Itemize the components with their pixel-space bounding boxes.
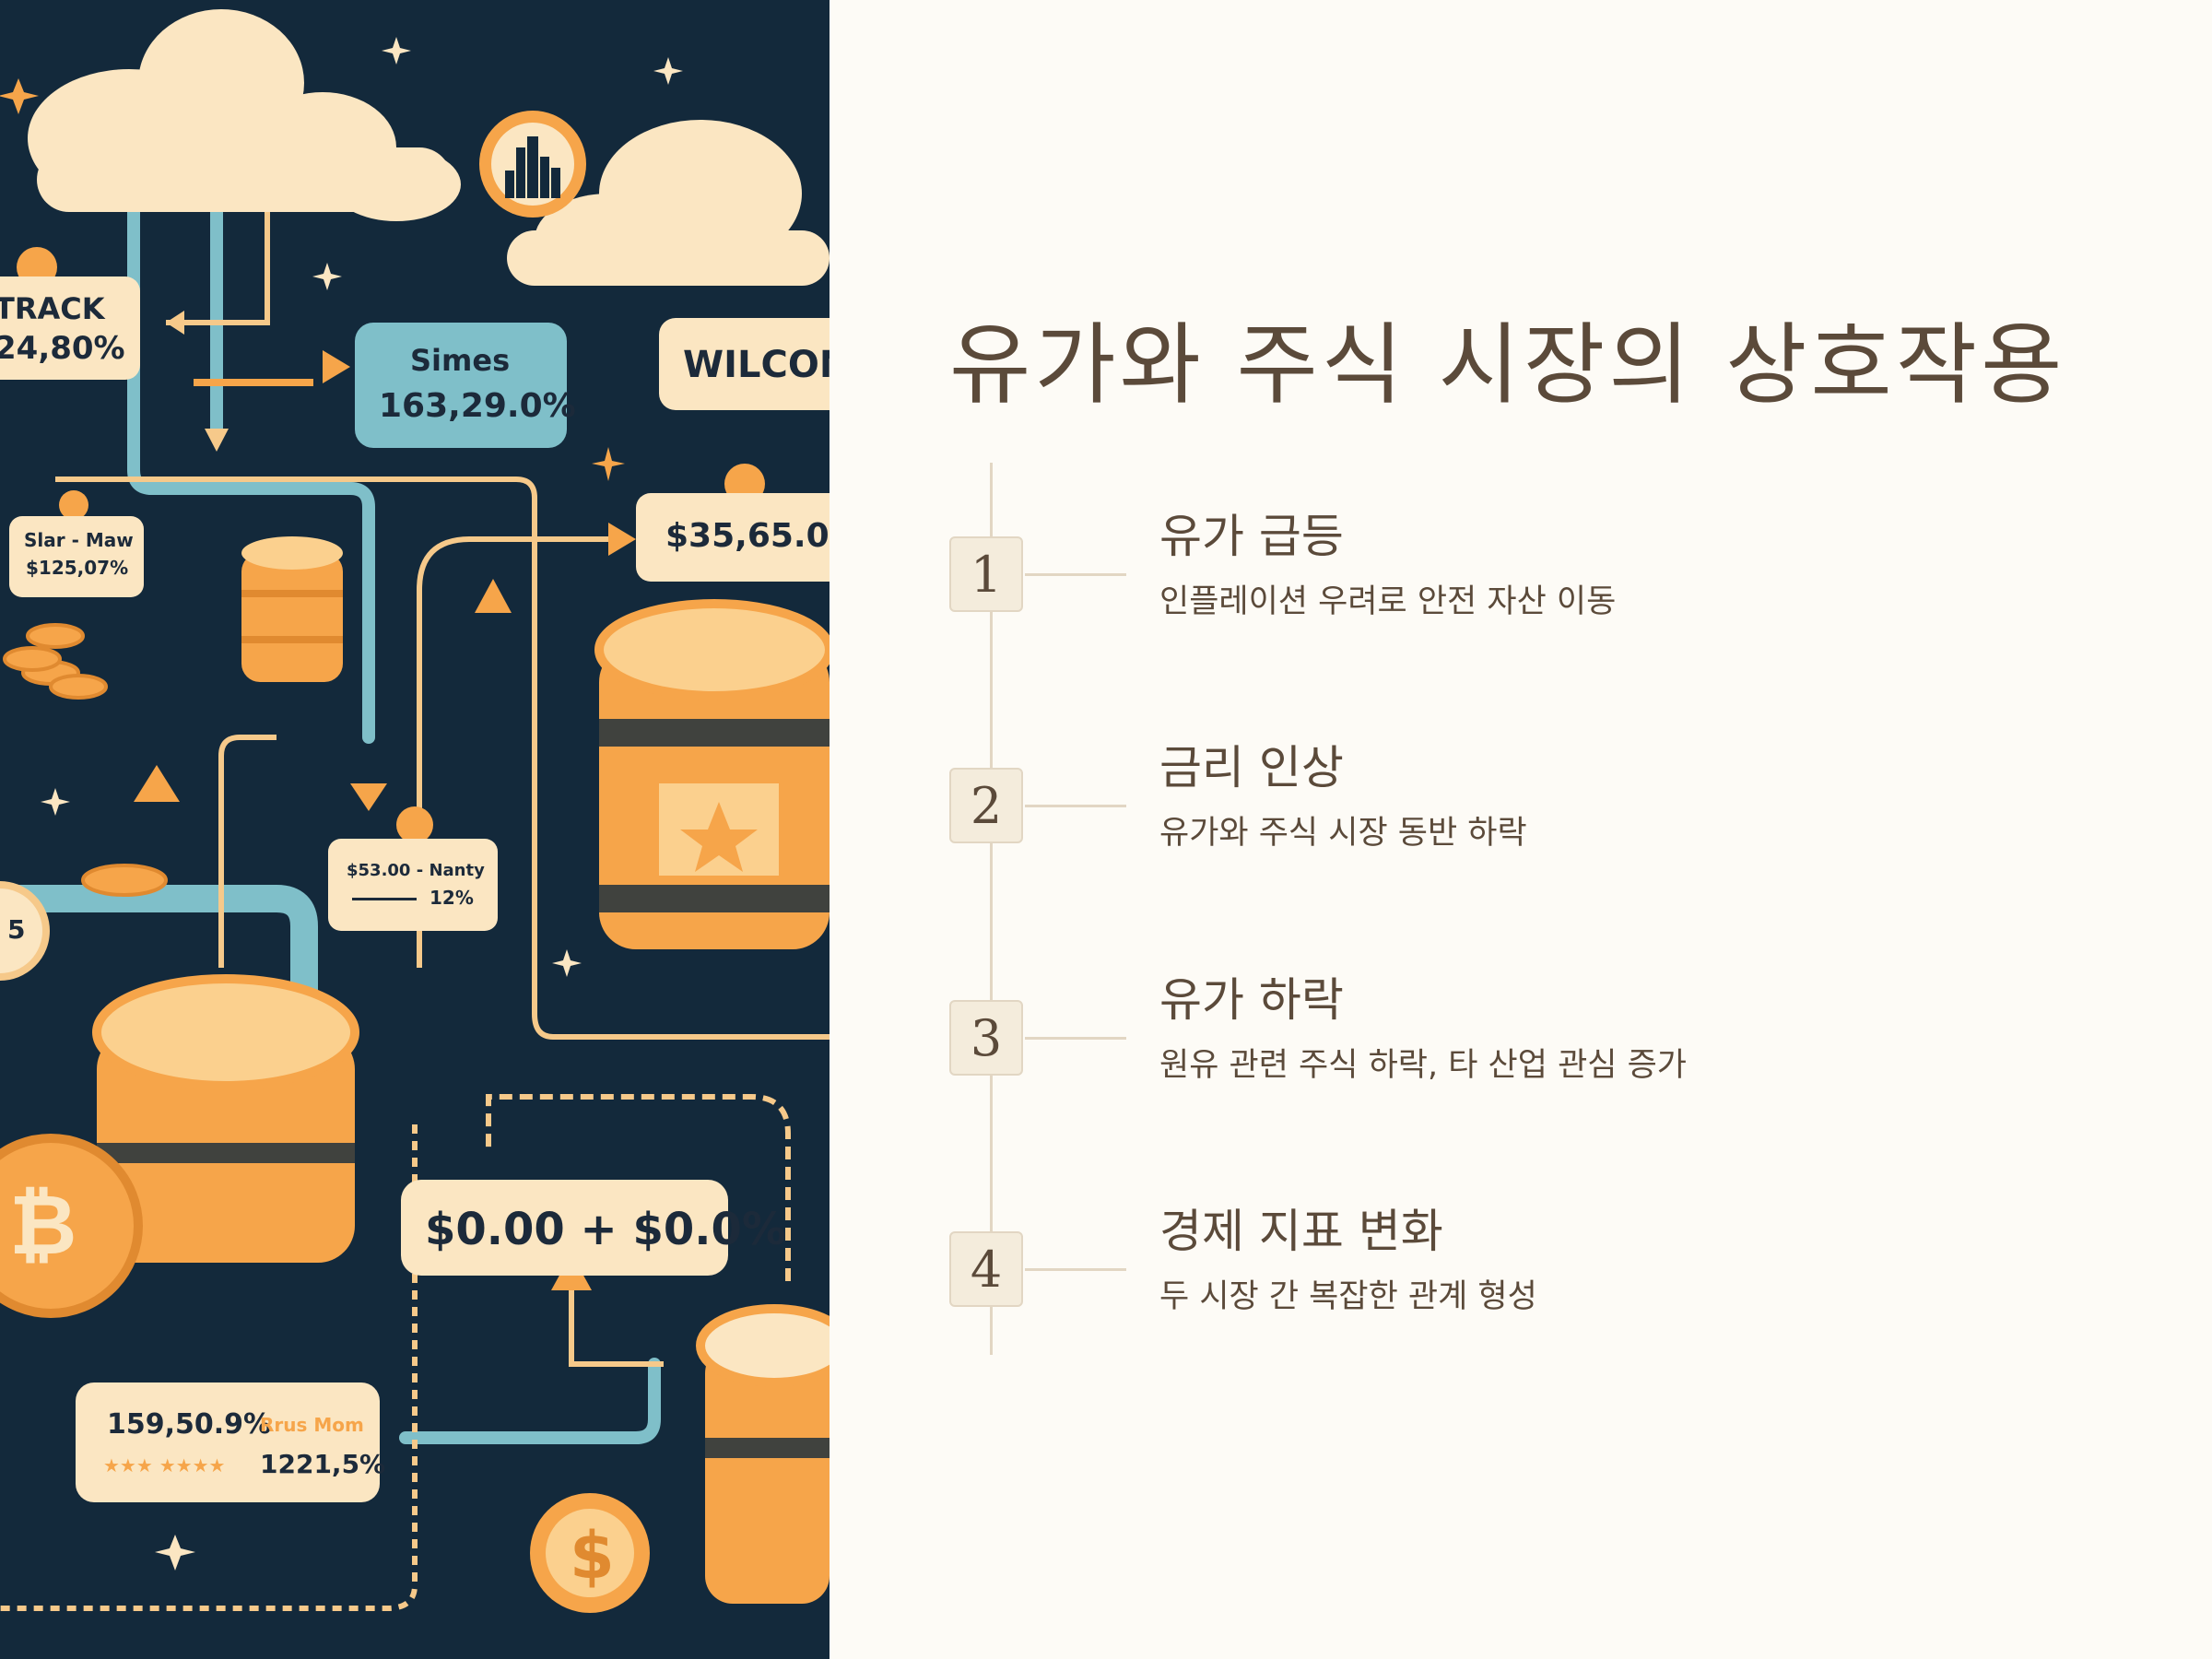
step-number: 2 bbox=[949, 768, 1023, 843]
timeline-line bbox=[990, 463, 993, 1355]
zero-value: $0.00 + $0.0% bbox=[425, 1204, 786, 1255]
nanty-title: $53.00 - Nanty bbox=[347, 861, 485, 880]
simes-title: Simes bbox=[410, 343, 511, 378]
wilconk-card: WILCONK bbox=[659, 318, 830, 410]
step-number: 3 bbox=[949, 1000, 1023, 1076]
zero-card: $0.00 + $0.0% bbox=[401, 1180, 786, 1276]
price-a-value: $35,65.0% bbox=[665, 517, 830, 555]
step-title: 유가 하락 bbox=[1159, 973, 1344, 1027]
step-description: 유가와 주식 시장 동반 하락 bbox=[1159, 815, 1527, 852]
wilconk-title: WILCONK bbox=[683, 344, 830, 386]
step-description: 인플레이션 우려로 안전 자산 이동 bbox=[1159, 583, 1617, 620]
price-a-card: $35,65.0% bbox=[636, 493, 830, 582]
step-title: 금리 인상 bbox=[1159, 741, 1344, 794]
content-panel: 유가와 주식 시장의 상호작용 1 유가 급등 인플레이션 우려로 안전 자산 … bbox=[830, 0, 2212, 1659]
step-connector bbox=[1025, 1037, 1126, 1040]
track-card: TRACK 24,80% bbox=[0, 276, 140, 380]
step-number: 4 bbox=[949, 1231, 1023, 1307]
bottom-pct: 1221,5% bbox=[260, 1449, 386, 1479]
step-description: 두 시장 간 복잡한 관계 형성 bbox=[1159, 1278, 1537, 1315]
finance-illustration: ₿ $ TRACK 24,80% Simes 163,29 bbox=[0, 0, 830, 1659]
bottom-value: 159,50.9% bbox=[107, 1408, 272, 1441]
slar-card: Slar - Maw $125,07% bbox=[9, 516, 144, 597]
track-title: TRACK bbox=[0, 291, 105, 326]
simes-card: Simes 163,29.0% bbox=[355, 323, 576, 448]
slar-title: Slar - Maw bbox=[24, 529, 134, 551]
clock-digit: 5 bbox=[7, 914, 26, 945]
step-description: 원유 관련 주식 하락, 타 산업 관심 증가 bbox=[1159, 1047, 1688, 1084]
svg-text:$: $ bbox=[570, 1518, 615, 1594]
step-connector bbox=[1025, 1268, 1126, 1271]
page-title: 유가와 주식 시장의 상호작용 bbox=[949, 313, 2066, 417]
bottom-name: Rrus Mom bbox=[260, 1414, 364, 1436]
timeline-step-2: 2 금리 인상 유가와 주식 시장 동반 하락 bbox=[949, 731, 2147, 878]
nanty-card: $53.00 - Nanty 12% bbox=[328, 839, 498, 931]
timeline-step-1: 1 유가 급등 인플레이션 우려로 안전 자산 이동 bbox=[949, 500, 2147, 647]
slar-value: $125,07% bbox=[26, 557, 129, 579]
step-connector bbox=[1025, 573, 1126, 576]
track-value: 24,80% bbox=[0, 330, 125, 367]
illustration-artwork: ₿ $ bbox=[0, 9, 830, 1613]
bottom-card: 159,50.9% Rrus Mom ★★★ ★★★★ 1221,5% bbox=[76, 1382, 385, 1502]
simes-value: 163,29.0% bbox=[379, 387, 576, 425]
svg-text:₿: ₿ bbox=[9, 1177, 76, 1274]
step-number: 1 bbox=[949, 536, 1023, 612]
timeline-step-3: 3 유가 하락 원유 관련 주식 하락, 타 산업 관심 증가 bbox=[949, 963, 2147, 1111]
step-connector bbox=[1025, 805, 1126, 807]
bottom-stars: ★★★ ★★★★ bbox=[103, 1454, 226, 1477]
step-title: 유가 급등 bbox=[1159, 510, 1344, 563]
nanty-dash bbox=[352, 898, 417, 900]
timeline-step-4: 4 경제 지표 변화 두 시장 간 복잡한 관계 형성 bbox=[949, 1194, 2147, 1342]
nanty-pct: 12% bbox=[429, 887, 474, 909]
step-title: 경제 지표 변화 bbox=[1159, 1205, 1443, 1258]
